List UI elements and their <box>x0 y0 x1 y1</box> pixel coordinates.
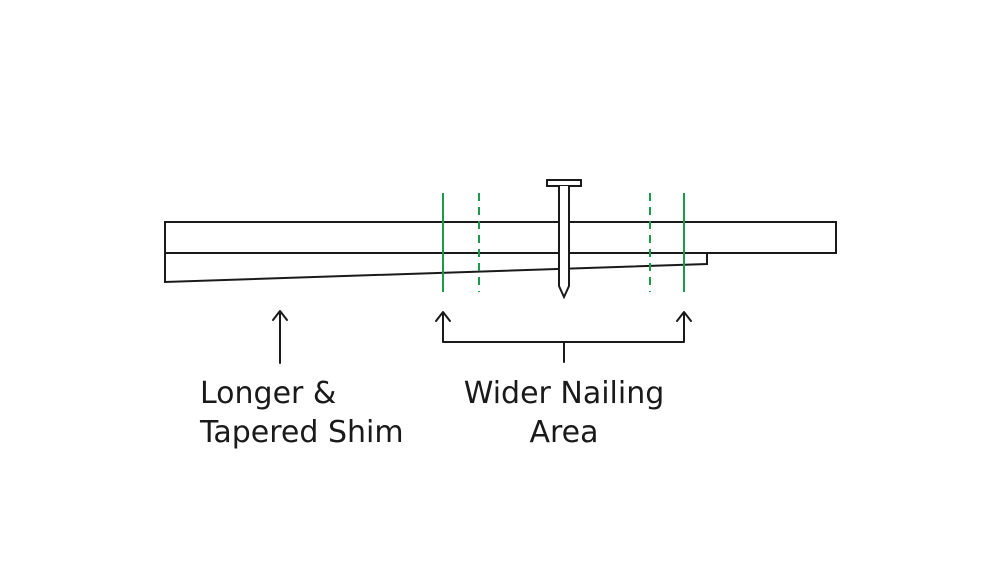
tapered-shim <box>164 252 708 284</box>
nailing-area-label-line1: Wider Nailing <box>464 376 665 411</box>
nailing-area-bracket <box>435 311 692 363</box>
nail-shank <box>558 186 570 300</box>
shim-label-line2: Tapered Shim <box>199 415 404 450</box>
board <box>164 221 837 254</box>
shim-arrow <box>272 310 288 364</box>
nail <box>546 179 582 300</box>
shim-label-line1: Longer & <box>200 376 336 411</box>
nailing-area-label-line2: Area <box>529 415 598 450</box>
nail-head <box>546 179 582 187</box>
